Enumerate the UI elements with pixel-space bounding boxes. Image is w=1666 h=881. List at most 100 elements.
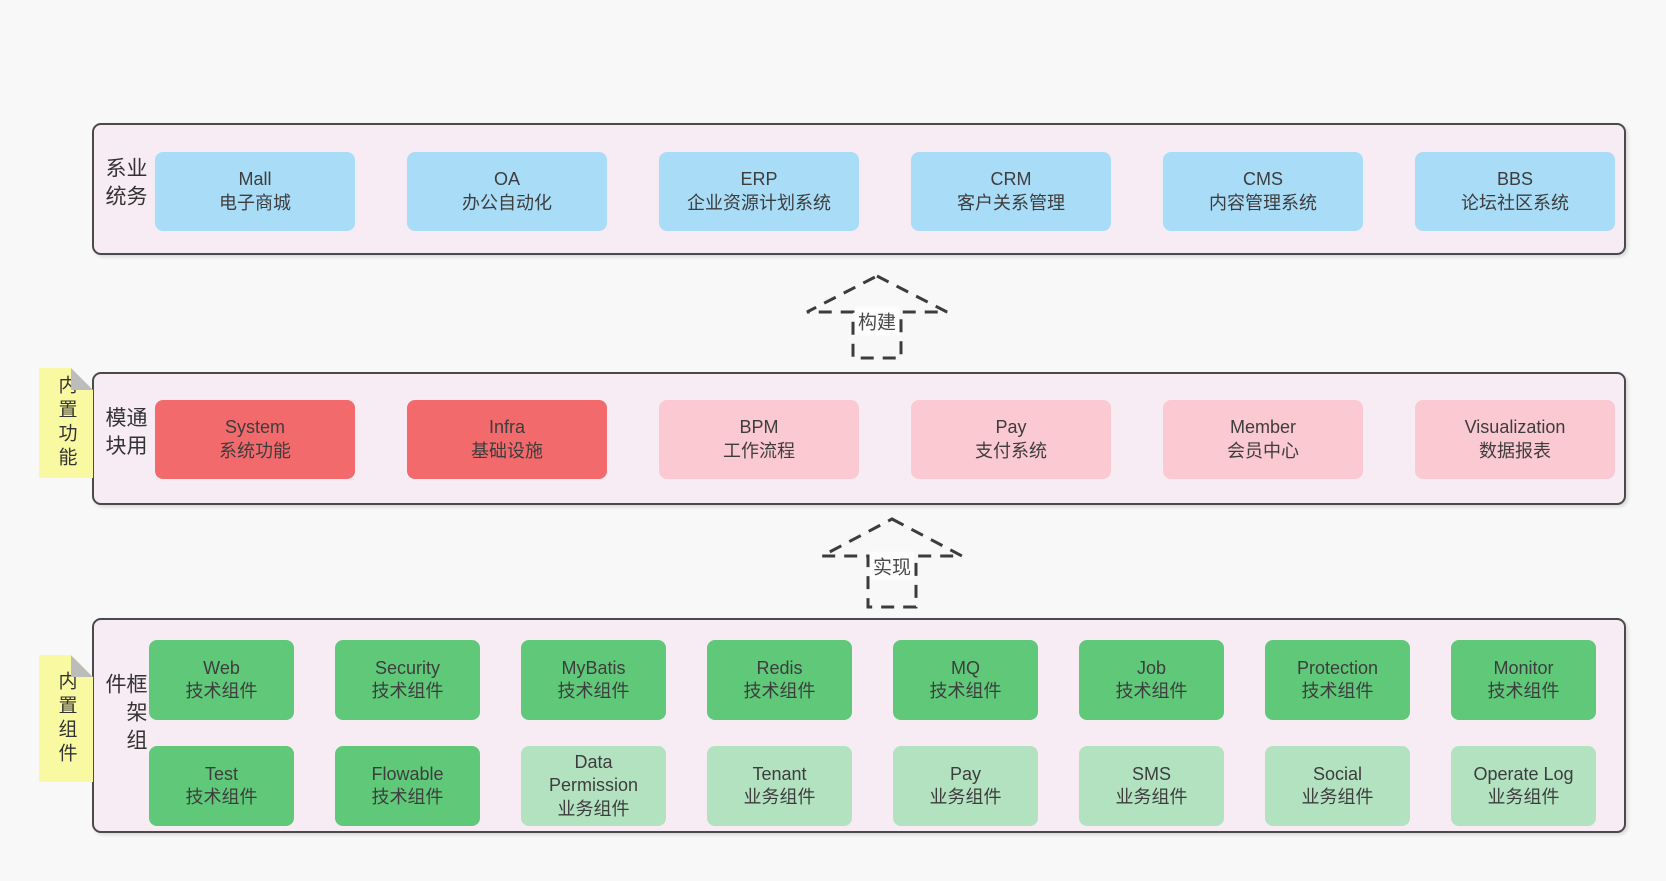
box-cms-title: CMS [1243,169,1283,190]
box-erp: ERP 企业资源计划系统 [659,152,859,231]
box-crm-title: CRM [990,169,1032,190]
box-bbs-subtitle: 论坛社区系统 [1461,192,1569,213]
box-job-title: Job [1136,657,1167,678]
box-data-permission-subtitle: 业务组件 [557,798,630,819]
box-test-subtitle: 技术组件 [185,787,258,807]
box-pay-component: Pay 业务组件 [893,746,1038,826]
box-social-subtitle: 业务组件 [1301,787,1374,807]
note-fold-corner-icon [71,655,93,677]
box-job: Job 技术组件 [1079,640,1224,720]
box-protection: Protection 技术组件 [1265,640,1410,720]
box-tenant-subtitle: 业务组件 [743,787,816,807]
box-mybatis-title: MyBatis [561,657,626,678]
box-system-subtitle: 系统功能 [219,440,291,461]
business-box-row: Mall 电子商城 OA 办公自动化 ERP 企业资源计划系统 CRM 客户关系… [155,152,1615,231]
box-member-title: Member [1229,417,1296,438]
box-infra-title: Infra [488,417,526,438]
box-cms-subtitle: 内容管理系统 [1209,192,1317,213]
sticky-note-builtin-functions-label: 内置功能 [55,375,77,471]
sticky-note-builtin-functions: 内置功能 [39,368,93,478]
box-bbs: BBS 论坛社区系统 [1415,152,1615,231]
box-mybatis: MyBatis 技术组件 [521,640,666,720]
box-operate-log-title: Operate Log [1473,763,1574,784]
box-web-subtitle: 技术组件 [185,681,258,701]
box-visualization-title: Visualization [1464,417,1566,438]
box-member-subtitle: 会员中心 [1227,440,1299,461]
box-member: Member 会员中心 [1163,400,1363,479]
box-mq-title: MQ [951,657,980,678]
box-monitor: Monitor 技术组件 [1451,640,1596,720]
box-flowable: Flowable 技术组件 [335,746,480,826]
box-oa: OA 办公自动化 [407,152,607,231]
box-erp-subtitle: 企业资源计划系统 [687,192,831,213]
box-bbs-title: BBS [1496,169,1534,190]
box-pay-module-title: Pay [995,417,1027,438]
box-pay-module-subtitle: 支付系统 [975,440,1047,461]
box-social-title: Social [1312,763,1363,784]
box-mybatis-subtitle: 技术组件 [557,681,630,701]
box-crm: CRM 客户关系管理 [911,152,1111,231]
box-cms: CMS 内容管理系统 [1163,152,1363,231]
components-box-row-1: Web 技术组件 Security 技术组件 MyBatis 技术组件 Redi… [149,640,1596,720]
box-flowable-subtitle: 技术组件 [371,787,444,807]
box-system-title: System [224,417,285,438]
box-visualization-subtitle: 数据报表 [1479,440,1551,461]
box-job-subtitle: 技术组件 [1115,681,1188,701]
box-flowable-title: Flowable [371,763,444,784]
box-protection-subtitle: 技术组件 [1301,681,1374,701]
box-mq-subtitle: 技术组件 [929,681,1002,701]
box-pay-component-title: Pay [949,763,982,784]
box-sms-subtitle: 业务组件 [1115,787,1188,807]
layer-business-systems: 业务系统 Mall 电子商城 OA 办公自动化 ERP 企业资源计划系统 CRM… [92,123,1626,255]
box-oa-subtitle: 办公自动化 [462,192,552,213]
box-tenant: Tenant 业务组件 [707,746,852,826]
sticky-note-builtin-components-label: 内置组件 [55,670,77,767]
box-erp-title: ERP [740,169,778,190]
box-redis-subtitle: 技术组件 [743,681,816,701]
box-bpm: BPM 工作流程 [659,400,859,479]
note-fold-corner-icon [71,368,93,390]
box-operate-log: Operate Log 业务组件 [1451,746,1596,826]
arrow-implement-label: 实现 [869,551,915,581]
box-visualization: Visualization 数据报表 [1415,400,1615,479]
box-mall-subtitle: 电子商城 [219,192,291,213]
arrow-build-label: 构建 [854,306,900,336]
box-oa-title: OA [493,169,520,190]
modules-box-row: System 系统功能 Infra 基础设施 BPM 工作流程 Pay 支付系统… [155,400,1615,479]
box-test: Test 技术组件 [149,746,294,826]
layer-business-label: 业务系统 [103,157,147,213]
box-web-title: Web [203,657,240,678]
box-pay-component-subtitle: 业务组件 [929,787,1002,807]
layer-components-label: 框架组件 [103,672,147,757]
box-sms-title: SMS [1131,763,1171,784]
box-security-subtitle: 技术组件 [371,681,444,701]
sticky-note-builtin-components: 内置组件 [39,655,93,782]
box-infra-subtitle: 基础设施 [471,440,543,461]
box-mall-title: Mall [238,169,272,190]
box-mall: Mall 电子商城 [155,152,355,231]
box-operate-log-subtitle: 业务组件 [1487,787,1560,807]
box-mq: MQ 技术组件 [893,640,1038,720]
box-protection-title: Protection [1296,657,1379,678]
box-pay-module: Pay 支付系统 [911,400,1111,479]
box-social: Social 业务组件 [1265,746,1410,826]
box-system: System 系统功能 [155,400,355,479]
box-monitor-subtitle: 技术组件 [1487,681,1560,701]
box-security: Security 技术组件 [335,640,480,720]
box-test-title: Test [204,763,238,784]
box-data-permission: Data Permission 业务组件 [521,746,666,826]
box-bpm-subtitle: 工作流程 [723,440,795,461]
box-tenant-title: Tenant [752,763,807,784]
box-crm-subtitle: 客户关系管理 [957,192,1065,213]
layer-modules-label: 通用模块 [103,406,147,463]
box-sms: SMS 业务组件 [1079,746,1224,826]
box-monitor-title: Monitor [1493,657,1554,678]
box-security-title: Security [374,657,441,678]
box-redis-title: Redis [756,657,803,678]
box-bpm-title: BPM [739,417,779,438]
box-redis: Redis 技术组件 [707,640,852,720]
layer-framework-components: 框架组件 Web 技术组件 Security 技术组件 MyBatis 技术组件… [92,618,1626,833]
box-data-permission-title: Data Permission [548,751,639,796]
box-web: Web 技术组件 [149,640,294,720]
